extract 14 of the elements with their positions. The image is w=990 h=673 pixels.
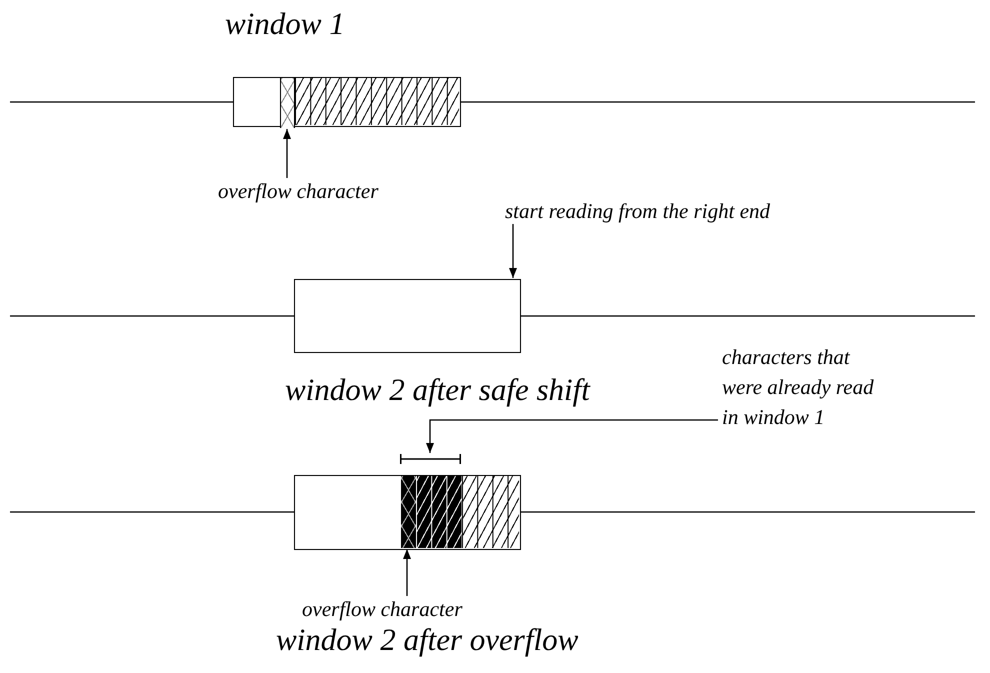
overflow-character-cell [401, 476, 416, 548]
annotation-text: overflow character [302, 594, 462, 624]
window-label: window 2 after safe shift [285, 372, 590, 408]
leader-arrow [283, 129, 291, 178]
bracket [400, 454, 461, 464]
annotation-text: characters that were already read in window 1 [722, 342, 894, 432]
window-label: window 1 [225, 6, 345, 42]
annotation-text: start reading from the right end [505, 196, 770, 226]
overflow-character-cell [280, 78, 295, 128]
leader-arrow [509, 224, 517, 278]
leader-arrow [403, 549, 411, 596]
window-label: window 2 after overflow [276, 622, 578, 658]
annotation-text: overflow character [218, 176, 378, 206]
leader-arrow [426, 419, 718, 453]
